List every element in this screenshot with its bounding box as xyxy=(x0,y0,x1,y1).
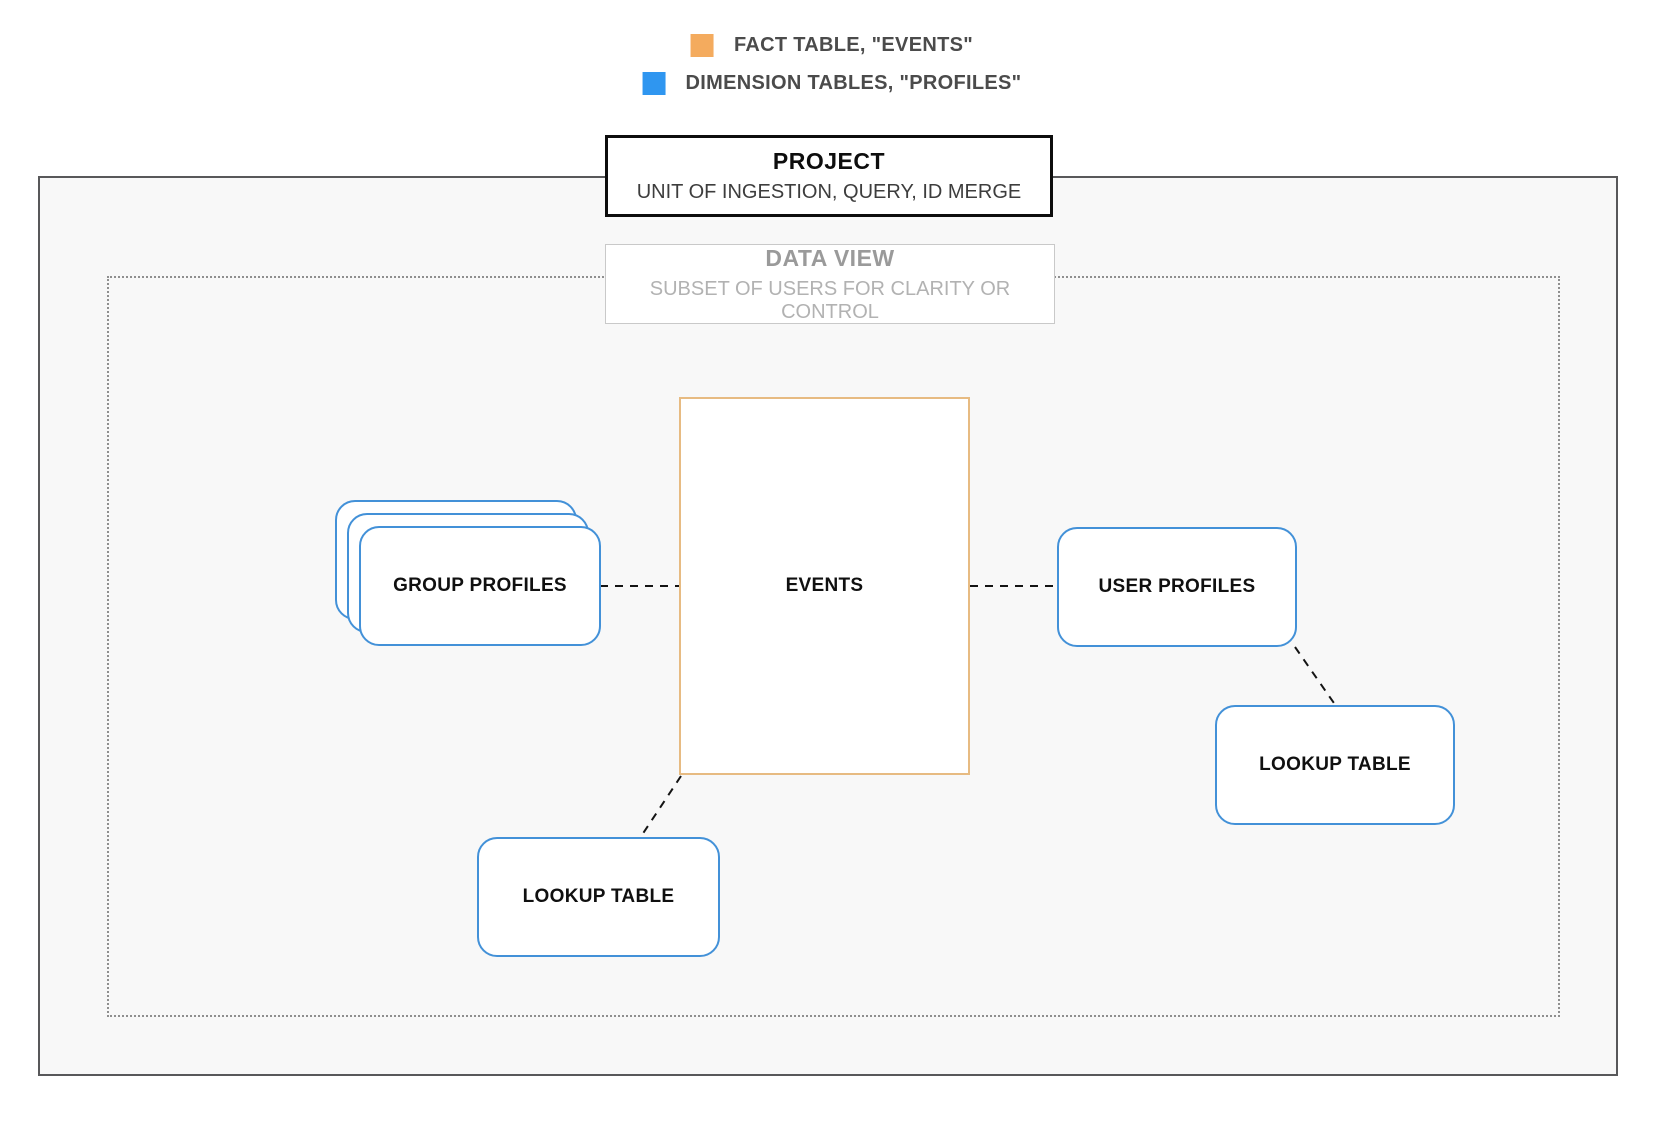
lookup-table-bottom-node-label: LOOKUP TABLE xyxy=(522,886,675,907)
events-node-label: EVENTS xyxy=(785,575,864,596)
data-view-header-box: DATA VIEW SUBSET OF USERS FOR CLARITY OR… xyxy=(605,244,1055,324)
legend-label: FACT TABLE, "EVENTS" xyxy=(733,34,974,56)
dimension-tables-swatch-icon xyxy=(642,72,666,95)
fact-table-swatch-icon xyxy=(690,34,714,57)
events-node: EVENTS xyxy=(679,397,970,775)
user-profiles-node-label: USER PROFILES xyxy=(1098,576,1256,597)
lookup-table-right-node-label: LOOKUP TABLE xyxy=(1259,754,1411,775)
data-view-title: DATA VIEW xyxy=(765,244,895,271)
legend-item-dimension-tables: DIMENSION TABLES, "PROFILES" xyxy=(642,72,1022,95)
group-profiles-node-label: GROUP PROFILES xyxy=(393,575,567,596)
connector-user-profiles-lookup-table xyxy=(1294,646,1337,707)
project-header-box: PROJECT UNIT OF INGESTION, QUERY, ID MER… xyxy=(605,135,1053,217)
lookup-table-bottom-node: LOOKUP TABLE xyxy=(477,837,720,957)
project-subtitle: UNIT OF INGESTION, QUERY, ID MERGE xyxy=(636,181,1022,203)
legend: FACT TABLE, "EVENTS" DIMENSION TABLES, "… xyxy=(642,34,1022,95)
connector-events-lookup-table xyxy=(639,775,682,839)
legend-item-fact-table: FACT TABLE, "EVENTS" xyxy=(690,34,974,57)
group-profiles-node: GROUP PROFILES xyxy=(359,526,601,646)
data-view-subtitle: SUBSET OF USERS FOR CLARITY OR CONTROL xyxy=(649,277,1011,323)
lookup-table-right-node: LOOKUP TABLE xyxy=(1215,705,1455,825)
legend-label: DIMENSION TABLES, "PROFILES" xyxy=(685,72,1022,94)
user-profiles-node: USER PROFILES xyxy=(1057,527,1297,647)
project-title: PROJECT xyxy=(772,148,886,174)
